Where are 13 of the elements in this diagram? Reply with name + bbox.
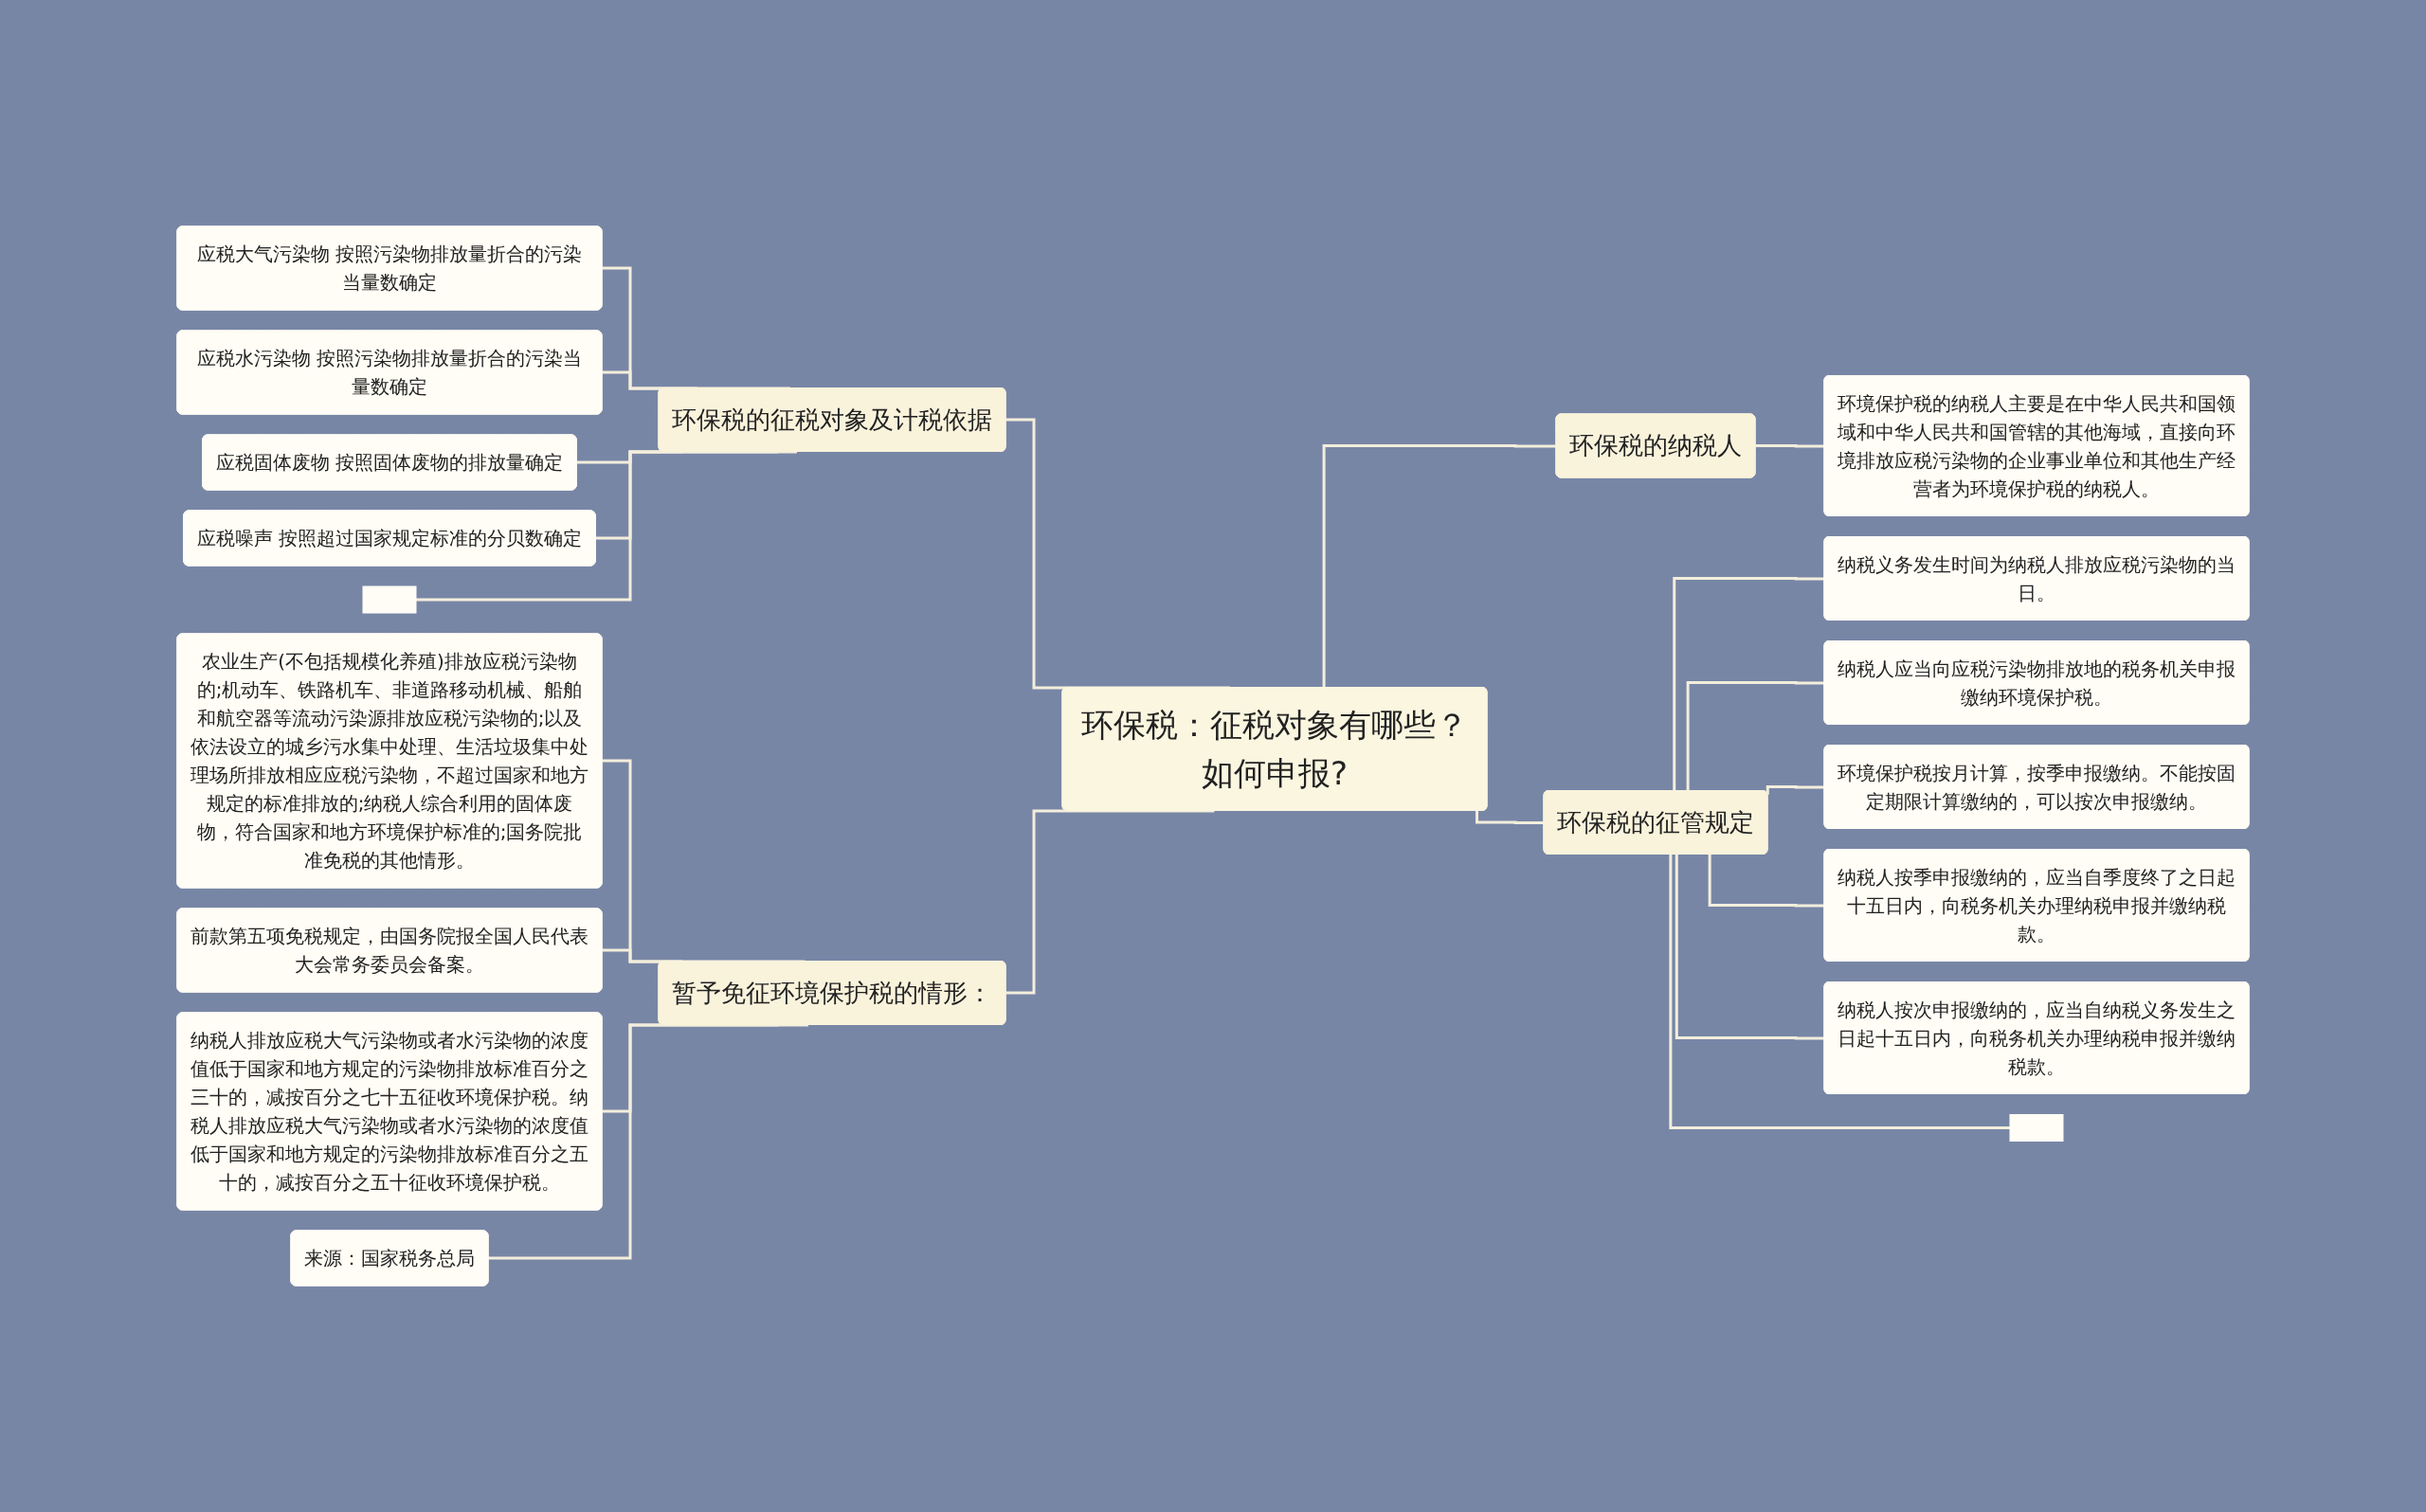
- node-box: [362, 585, 417, 614]
- connector: [1686, 681, 1825, 791]
- connector: [1675, 855, 1825, 1040]
- connector: [1322, 444, 1557, 688]
- node-box: [2009, 1114, 2064, 1142]
- connector: [1708, 855, 1825, 908]
- connector: [1765, 785, 1825, 795]
- connector: [487, 1023, 808, 1260]
- connector: [1669, 855, 2010, 1129]
- connector: [1005, 809, 1215, 995]
- connector: [1673, 577, 1825, 791]
- connector: [1476, 811, 1545, 824]
- connector: [1754, 444, 1825, 448]
